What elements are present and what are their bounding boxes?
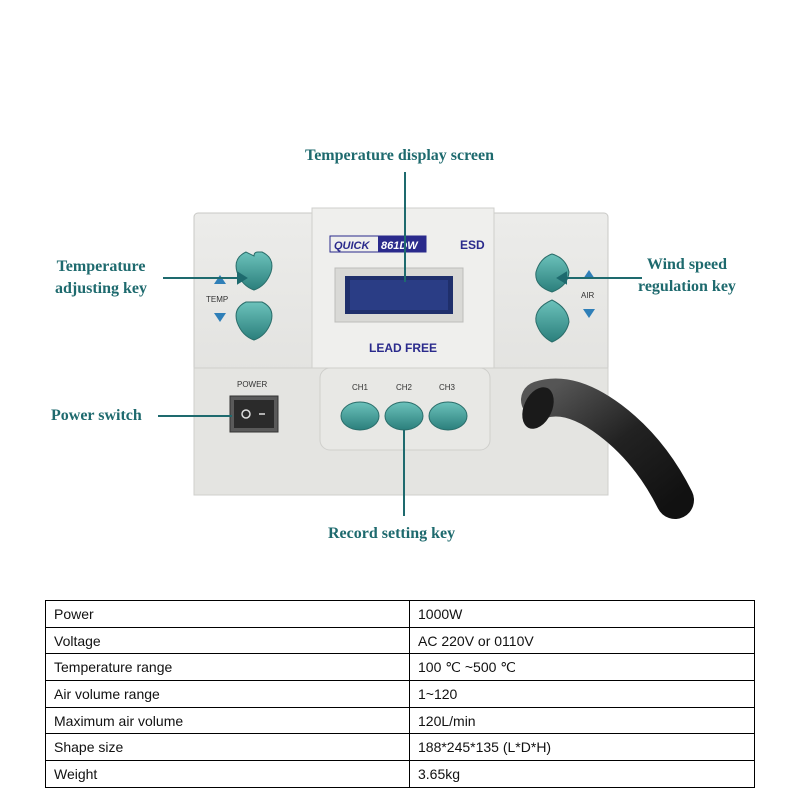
svg-text:QUICK: QUICK <box>334 240 371 252</box>
ch2-button[interactable] <box>384 401 424 431</box>
temp-down-arrow-icon <box>214 313 226 322</box>
temperature-key-callout-line2: adjusting key <box>55 280 148 297</box>
spec-label: Voltage <box>45 626 410 655</box>
temperature-display-screen <box>334 267 464 323</box>
spec-label: Temperature range <box>45 653 410 682</box>
temperature-key-callout: Temperature adjusting key <box>55 256 147 300</box>
spec-value: 188*245*135 (L*D*H) <box>409 733 755 762</box>
display-screen-callout: Temperature display screen <box>305 147 495 164</box>
spec-label: Air volume range <box>45 680 410 708</box>
air-hose <box>521 378 694 519</box>
air-label: AIR <box>581 291 595 300</box>
air-down-button[interactable] <box>535 299 570 343</box>
spec-label: Maximum air volume <box>45 706 410 735</box>
spec-value: 3.65kg <box>409 760 755 788</box>
wind-key-callout: Wind speed regulation key <box>638 254 736 298</box>
spec-value: 1000W <box>409 600 755 628</box>
power-label: POWER <box>237 380 267 389</box>
temperature-down-button[interactable] <box>235 301 273 341</box>
temperature-key-callout-line1: Temperature <box>56 258 146 275</box>
brand-logo: QUICK 861DW <box>329 235 427 253</box>
spec-label: Shape size <box>45 733 410 762</box>
svg-text:861DW: 861DW <box>381 240 419 252</box>
air-up-arrow-icon <box>583 270 595 279</box>
ch3-button[interactable] <box>428 401 468 431</box>
air-up-button[interactable] <box>535 253 570 293</box>
esd-label: ESD <box>460 238 485 252</box>
callout-lines <box>158 172 642 516</box>
spec-value: 100 ℃ ~500 ℃ <box>409 653 755 682</box>
power-switch-callout: Power switch <box>51 407 142 424</box>
wind-key-callout-line1: Wind speed <box>646 256 728 273</box>
ch1-label: CH1 <box>352 383 369 392</box>
ch3-label: CH3 <box>439 383 456 392</box>
temp-label: TEMP <box>206 295 228 304</box>
spec-label: Weight <box>45 760 410 788</box>
ch2-label: CH2 <box>396 383 413 392</box>
spec-value: 120L/min <box>409 706 755 735</box>
lead-free-label: LEAD FREE <box>369 341 437 355</box>
air-down-arrow-icon <box>583 309 595 318</box>
temp-up-arrow-icon <box>214 275 226 284</box>
hot-air-station-device: QUICK 861DW ESD LEAD FREE TEMP AIR POWER… <box>158 172 694 519</box>
record-key-callout: Record setting key <box>328 525 456 542</box>
wind-key-callout-line2: regulation key <box>638 278 736 295</box>
spec-label: Power <box>45 600 410 628</box>
temperature-up-button[interactable] <box>235 251 273 291</box>
spec-value: 1~120 <box>409 680 755 708</box>
spec-value: AC 220V or 0110V <box>409 626 755 655</box>
power-switch[interactable] <box>229 395 279 433</box>
ch1-button[interactable] <box>340 401 380 431</box>
